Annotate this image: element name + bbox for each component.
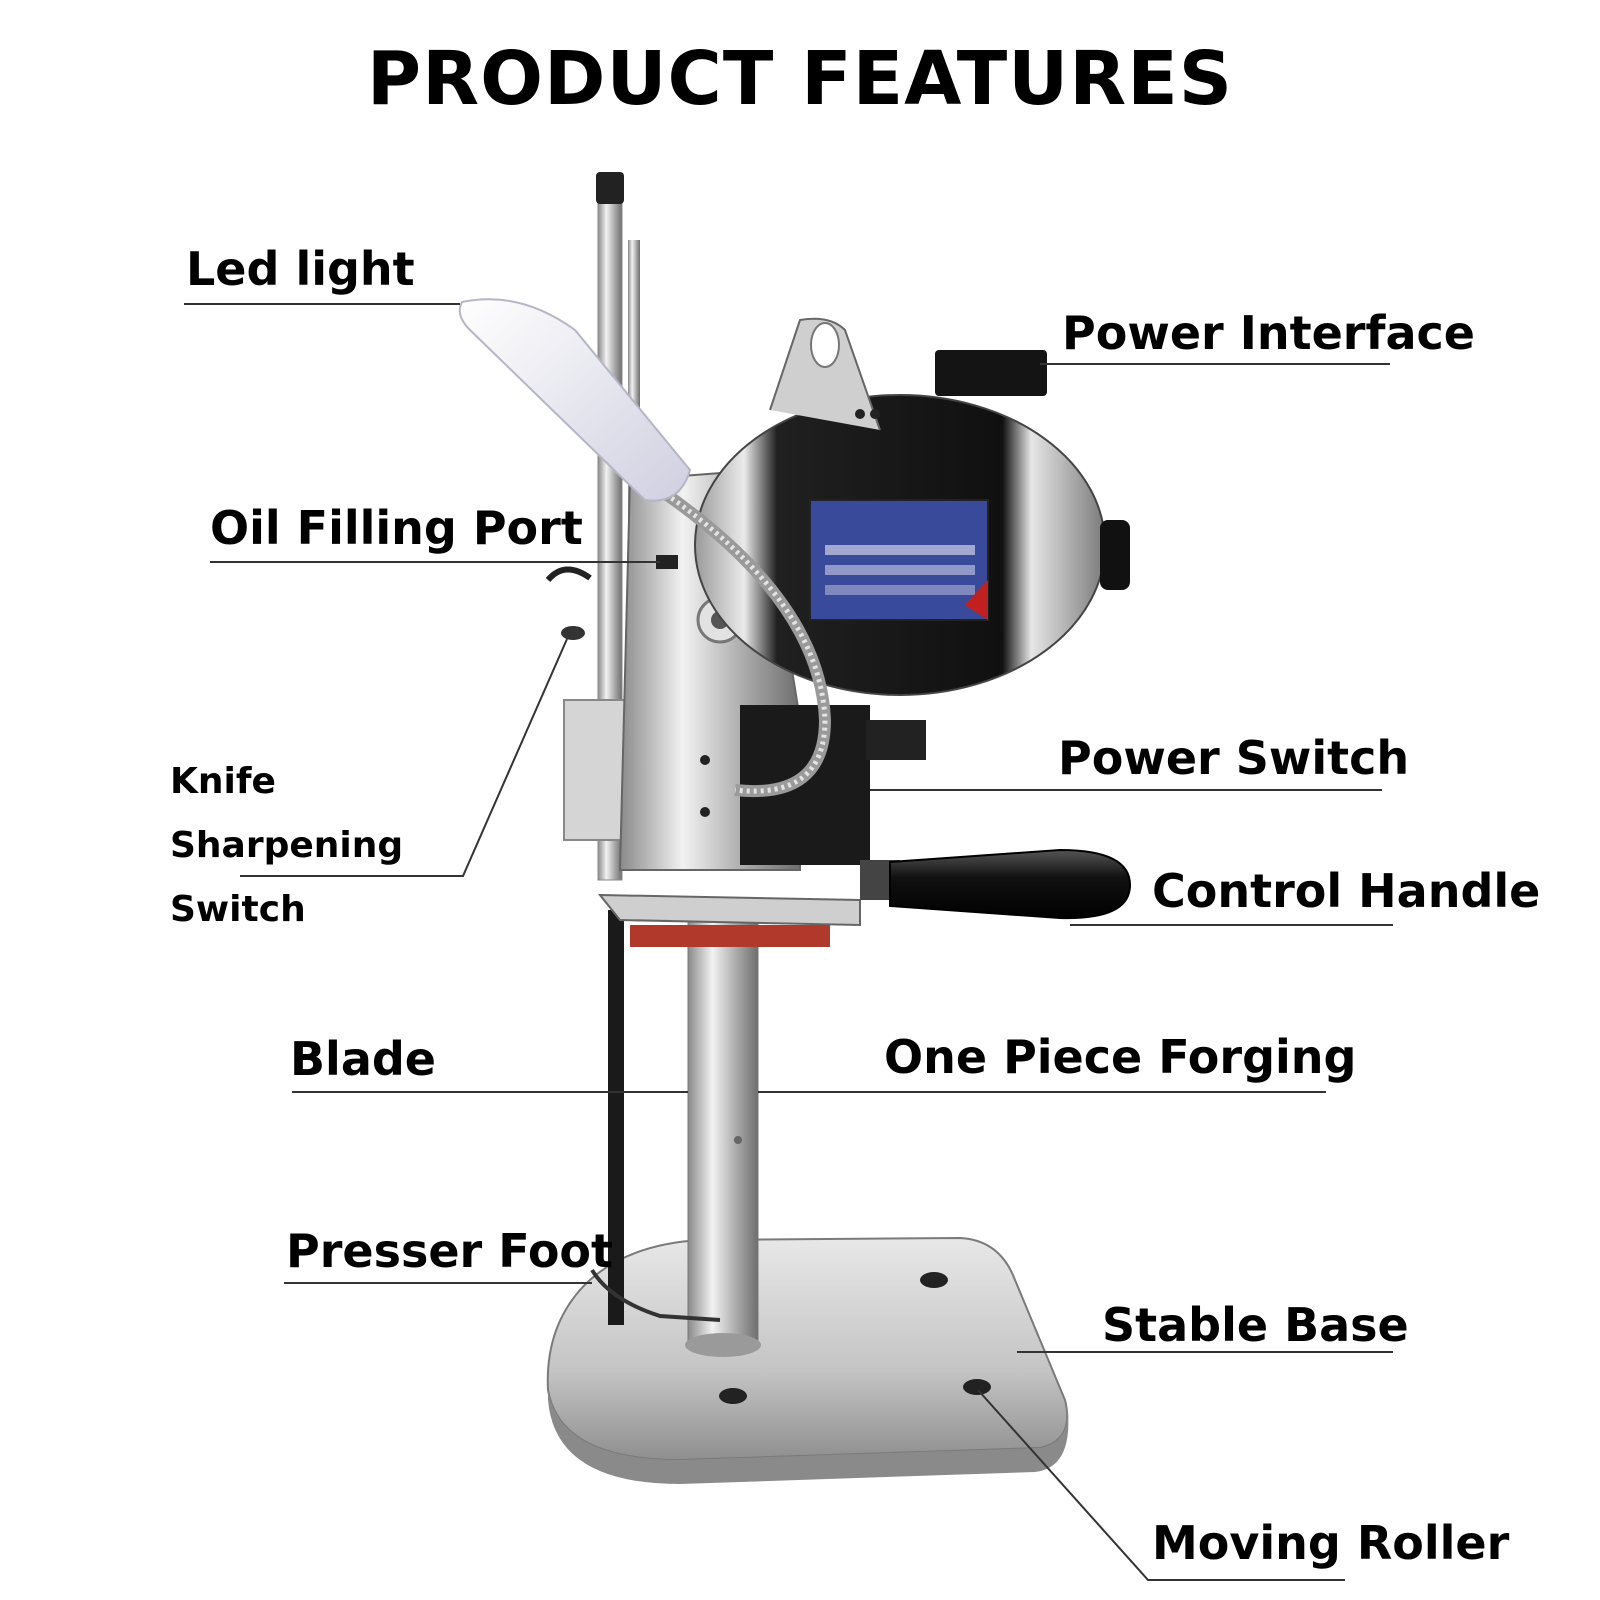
led-lamp [458, 298, 832, 798]
label-one-piece-forging: One Piece Forging [884, 1030, 1357, 1084]
label-blade: Blade [290, 1032, 436, 1086]
label-presser-foot: Presser Foot [286, 1224, 614, 1278]
label-power-interface: Power Interface [1062, 306, 1475, 360]
leader-moving-roller [977, 1389, 1345, 1581]
label-stable-base: Stable Base [1102, 1298, 1409, 1352]
label-moving-roller: Moving Roller [1152, 1516, 1510, 1570]
motor [694, 317, 1130, 696]
page-title: PRODUCT FEATURES [366, 36, 1234, 122]
presser-plate [597, 893, 861, 947]
label-knife-sharpening-line2: Switch [170, 889, 306, 930]
label-oil-filling-port: Oil Filling Port [210, 501, 583, 555]
label-control-handle: Control Handle [1152, 864, 1541, 918]
stable-base-shape [546, 1236, 1069, 1484]
sharpener-housing [545, 566, 627, 841]
control-handle [860, 848, 1132, 920]
one-piece-forging-column [685, 904, 761, 1357]
label-knife-sharpening-line1: Knife Sharpening [170, 761, 404, 866]
label-led-light: Led light [186, 242, 415, 296]
leader-knife-sharpening-switch [240, 638, 568, 877]
label-knife-sharpening-switch: Knife Sharpening Switch [170, 750, 500, 942]
blade-shape [590, 910, 721, 1325]
label-power-switch: Power Switch [1058, 731, 1410, 785]
leader-lines [184, 303, 1393, 1581]
